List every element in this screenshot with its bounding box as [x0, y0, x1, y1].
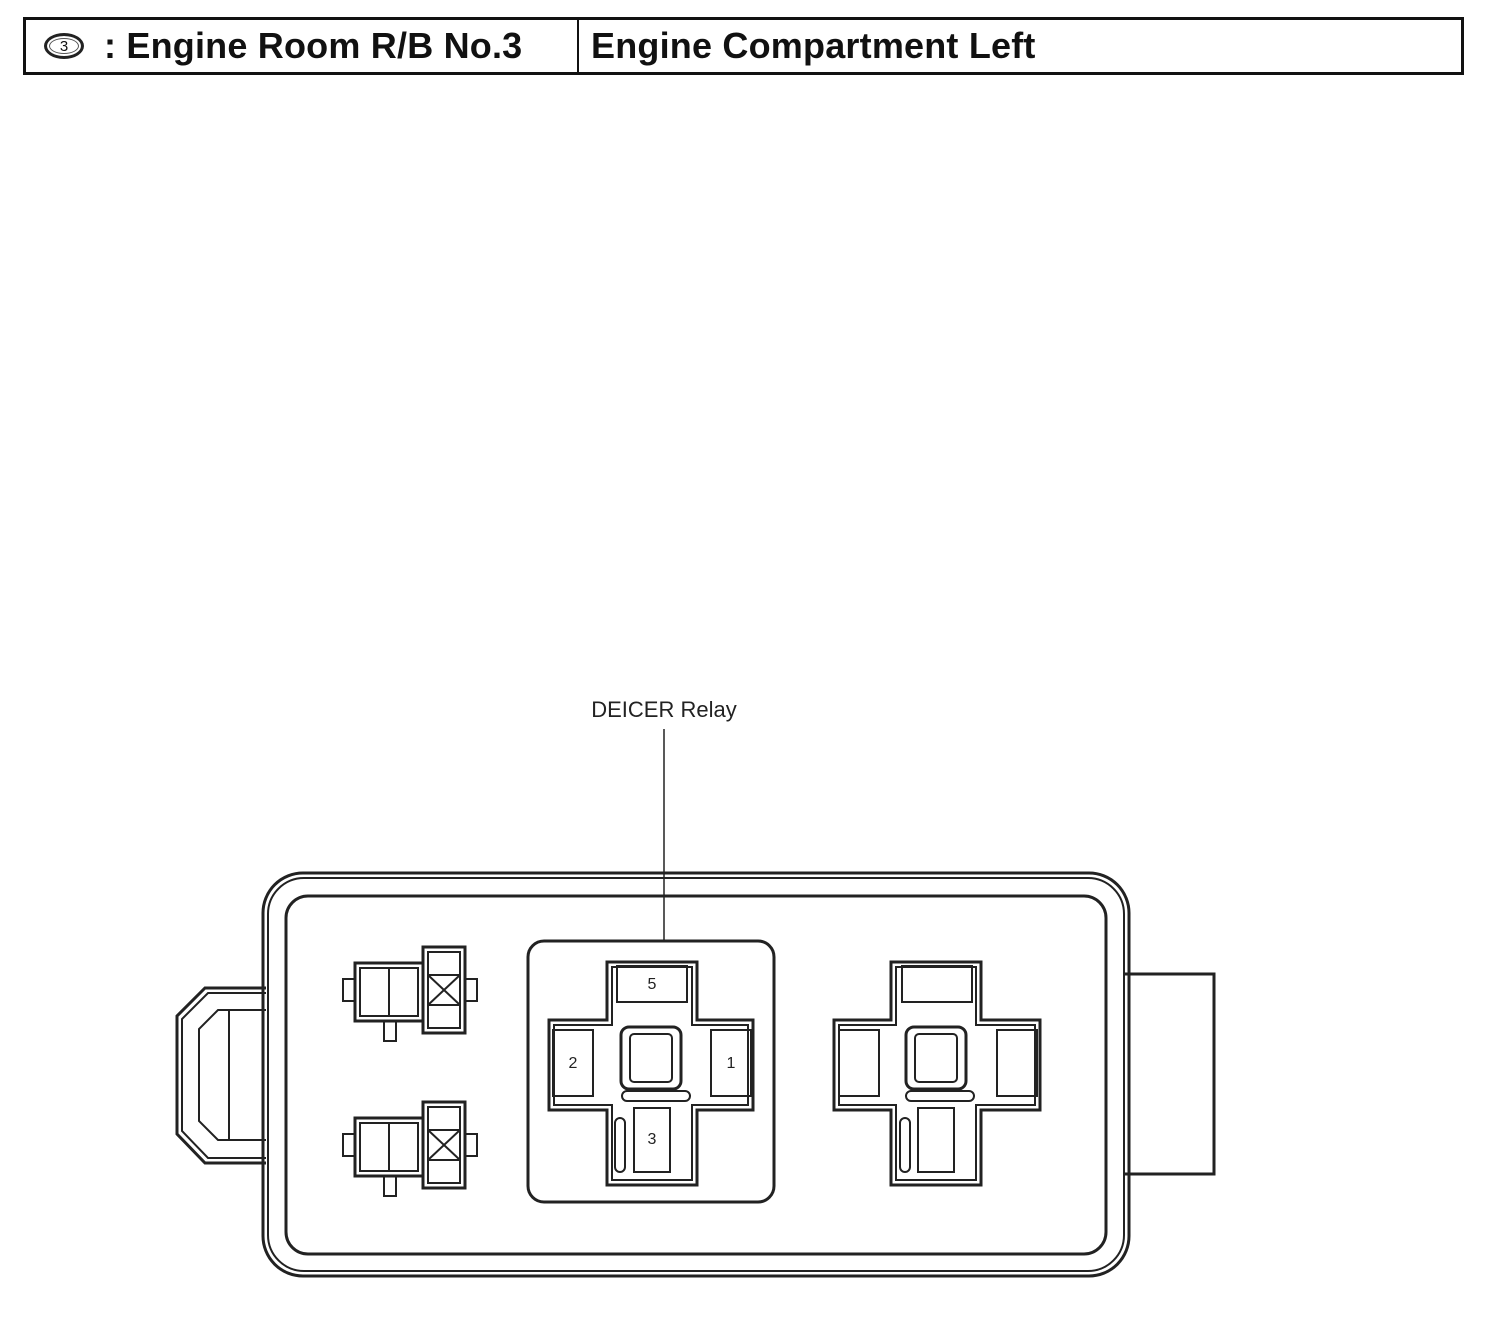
mini-relay-socket-upper: [342, 945, 478, 1042]
block-name: : Engine Room R/B No.3: [104, 25, 523, 66]
location-name: Engine Compartment Left: [591, 25, 1036, 66]
pin-5-terminal: [616, 965, 688, 1003]
pin-2-terminal: [552, 1029, 594, 1097]
spare-relay-socket: [832, 960, 1042, 1187]
left-mounting-tab: [175, 986, 266, 1165]
location-header-table: 3 : Engine Room R/B No.3 Engine Compartm…: [23, 17, 1464, 75]
block-name-cell: 3 : Engine Room R/B No.3: [26, 20, 579, 72]
relay-block-housing: [261, 871, 1131, 1278]
deicer-relay-label: DEICER Relay: [591, 697, 736, 722]
location-number-badge: 3: [44, 33, 84, 59]
pin-1-label: 1: [727, 1055, 736, 1072]
pin-2-label: 2: [569, 1055, 578, 1072]
right-mounting-tab: [1125, 972, 1216, 1176]
pin-1-terminal: [710, 1029, 752, 1097]
deicer-relay-socket: 5 2 1 3: [526, 939, 776, 1204]
pin-3-terminal: [633, 1107, 671, 1173]
pin-3-label: 3: [648, 1131, 657, 1148]
mini-relay-socket-lower: [342, 1100, 478, 1197]
relay-block-inner-frame: [284, 894, 1108, 1256]
location-cell: Engine Compartment Left: [579, 20, 1461, 72]
pin-5-label: 5: [648, 976, 657, 993]
